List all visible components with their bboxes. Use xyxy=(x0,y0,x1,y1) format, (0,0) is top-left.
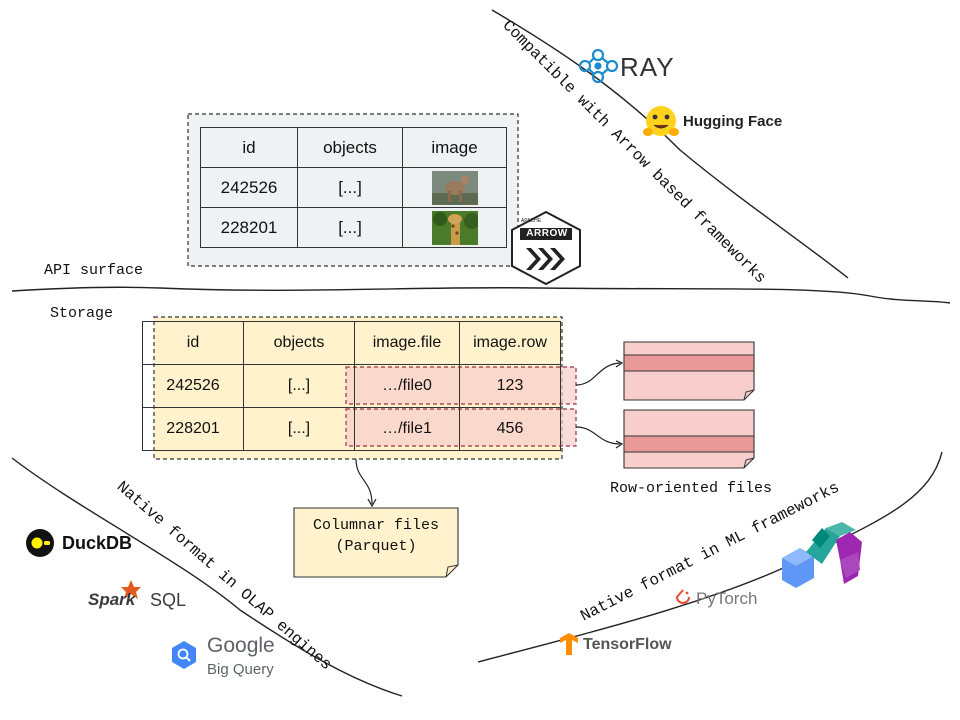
ray-logo-text: RAY xyxy=(620,52,675,82)
giraffe-image-thumbnail xyxy=(431,210,478,245)
api-table: id objects image 242526 [...] 228201 [..… xyxy=(200,127,507,248)
hugging-face-logo-text: Hugging Face xyxy=(683,113,783,130)
tensorflow-icon xyxy=(560,633,578,655)
arrow-logo-text: ARROW xyxy=(526,228,568,239)
sql-logo-text: SQL xyxy=(150,590,187,610)
storage-col-image-row: image.row xyxy=(459,321,561,365)
api-cell-id: 228201 xyxy=(200,207,298,248)
api-table-header: id objects image xyxy=(200,127,507,168)
deer-image-thumbnail xyxy=(431,170,478,205)
connector-row1 xyxy=(575,362,621,386)
ml-boundary xyxy=(477,451,943,663)
columnar-label-line1: Columnar files xyxy=(312,517,440,534)
columnar-note xyxy=(293,507,459,578)
tensorflow-logo-text: TensorFlow xyxy=(583,636,672,653)
api-col-objects: objects xyxy=(297,127,403,168)
row-file-0 xyxy=(623,341,755,401)
api-surface-label: API surface xyxy=(44,262,144,279)
api-surface-divider xyxy=(11,286,951,304)
connector-row2 xyxy=(575,426,621,445)
row-oriented-label: Row-oriented files xyxy=(610,480,773,497)
api-col-image: image xyxy=(402,127,507,168)
api-cell-id: 242526 xyxy=(200,167,298,208)
hugging-face-icon xyxy=(643,106,679,136)
columnar-label-line2: (Parquet) xyxy=(335,538,417,555)
storage-col-objects: objects xyxy=(243,321,355,365)
api-col-id: id xyxy=(200,127,298,168)
storage-table: id objects image.file image.row 242526 [… xyxy=(142,321,561,451)
storage-cell-row: 456 xyxy=(459,407,561,451)
arrow-logo-small-text: APACHE xyxy=(520,218,542,224)
google-logo-text: Google xyxy=(207,634,275,657)
bigquery-icon xyxy=(172,641,196,669)
storage-cell-id: 228201 xyxy=(142,407,244,451)
storage-col-id: id xyxy=(142,321,244,365)
storage-col-image-file: image.file xyxy=(354,321,460,365)
duckdb-logo-text: DuckDB xyxy=(62,533,133,553)
bigquery-logo-text: Big Query xyxy=(207,661,274,678)
table-row: 228201 [...] xyxy=(200,207,507,248)
storage-cell-objects: [...] xyxy=(243,407,355,451)
storage-cell-id: 242526 xyxy=(142,364,244,408)
spark-star-icon xyxy=(121,580,141,599)
api-cell-image xyxy=(402,207,507,248)
duckdb-icon xyxy=(26,529,54,557)
ray-icon xyxy=(578,48,619,84)
row-file-1 xyxy=(623,409,755,469)
api-cell-image xyxy=(402,167,507,208)
spark-logo-text: Spark xyxy=(88,590,136,609)
storage-label: Storage xyxy=(50,305,114,322)
storage-cell-row: 123 xyxy=(459,364,561,408)
connector-columnar xyxy=(355,458,373,505)
api-cell-objects: [...] xyxy=(297,207,403,248)
api-cell-objects: [...] xyxy=(297,167,403,208)
pytorch-icon xyxy=(675,589,690,604)
storage-cell-file: …/file0 xyxy=(354,364,460,408)
storage-cell-file: …/file1 xyxy=(354,407,460,451)
storage-table-header: id objects image.file image.row xyxy=(142,321,561,365)
jax-logo-icon xyxy=(782,522,862,588)
storage-cell-objects: [...] xyxy=(243,364,355,408)
table-row: 228201 [...] …/file1 456 xyxy=(142,407,561,451)
arrow-frameworks-boundary xyxy=(491,9,849,279)
olap-boundary xyxy=(11,457,403,697)
arrow-logo-icon xyxy=(511,210,581,286)
table-row: 242526 [...] xyxy=(200,167,507,208)
table-row: 242526 [...] …/file0 123 xyxy=(142,364,561,408)
pytorch-logo-text: PyTorch xyxy=(696,589,758,608)
